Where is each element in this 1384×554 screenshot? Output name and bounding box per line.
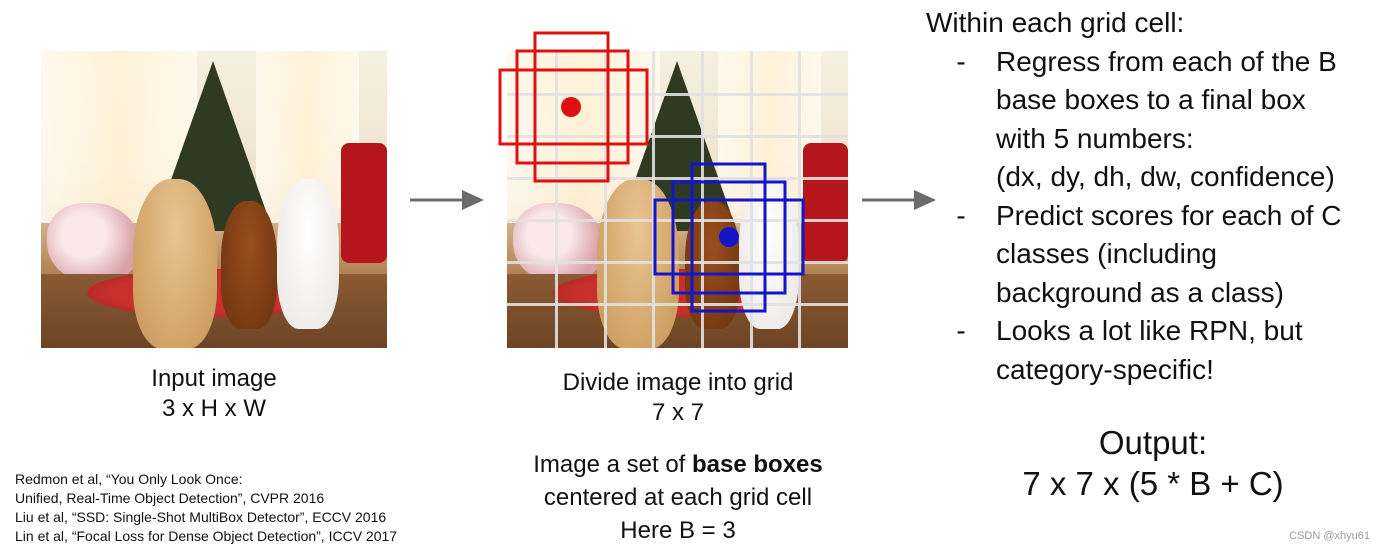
input-image-caption: Input image 3 x H x W bbox=[100, 364, 328, 424]
output-label: Output: bbox=[1098, 424, 1208, 461]
explanation-heading: Within each grid cell: bbox=[926, 7, 1185, 38]
bullet-line: classes (including bbox=[996, 238, 1217, 269]
watermark: CSDN @xhyu61 bbox=[1289, 530, 1370, 542]
grid-line bbox=[507, 177, 848, 180]
blue-base-box-wide bbox=[653, 198, 805, 276]
red-center-dot bbox=[561, 97, 581, 117]
bullet-line: Looks a lot like RPN, but bbox=[996, 315, 1303, 346]
bullet-line: Regress from each of the B bbox=[996, 45, 1337, 77]
grid-line bbox=[555, 51, 558, 348]
bullet-item: - Regress from each of the B base boxes … bbox=[926, 43, 1341, 197]
red-base-box-square bbox=[515, 49, 630, 165]
bullet-line: with 5 numbers: bbox=[996, 122, 1194, 154]
reference-line: Liu et al, “SSD: Single-Shot MultiBox De… bbox=[15, 509, 387, 525]
output-block: Output: 7 x 7 x (5 * B + C) bbox=[1000, 422, 1306, 504]
grid-line bbox=[507, 261, 848, 264]
grid-line bbox=[604, 51, 607, 348]
grid-caption: Divide image into grid 7 x 7 bbox=[508, 368, 848, 428]
base-boxes-line1: Image a set of base boxes bbox=[533, 451, 823, 478]
arrow-right-icon bbox=[862, 190, 936, 210]
blue-center-dot bbox=[719, 227, 739, 247]
red-base-box-wide bbox=[498, 68, 649, 146]
blue-base-box-square bbox=[671, 180, 787, 295]
reference-line: Lin et al, “Focal Loss for Dense Object … bbox=[15, 528, 398, 544]
input-image-dims: 3 x H x W bbox=[161, 395, 266, 422]
grid-caption-dims: 7 x 7 bbox=[651, 399, 705, 426]
bullet-dash: - bbox=[956, 45, 966, 77]
bullet-line: background as a class) bbox=[996, 276, 1284, 308]
base-boxes-emphasis: base boxes bbox=[692, 451, 823, 478]
input-image-label: Input image bbox=[151, 365, 277, 392]
base-boxes-line3: Here B = 3 bbox=[620, 517, 736, 544]
grid-line bbox=[507, 93, 848, 96]
input-image bbox=[41, 51, 387, 348]
bullet-line: (dx, dy, dh, dw, confidence) bbox=[996, 161, 1335, 192]
bullet-item: - Looks a lot like RPN, but category-spe… bbox=[926, 312, 1341, 389]
base-boxes-line2: centered at each grid cell bbox=[543, 484, 813, 511]
bullet-dash: - bbox=[956, 199, 966, 231]
red-base-box-tall bbox=[533, 31, 610, 183]
grid-line bbox=[507, 303, 848, 306]
arrow-right-icon bbox=[410, 190, 484, 210]
base-boxes-description: Image a set of base boxes centered at ea… bbox=[478, 448, 878, 547]
bullet-line: category-specific! bbox=[996, 353, 1214, 385]
output-formula: 7 x 7 x (5 * B + C) bbox=[1022, 465, 1284, 502]
base-boxes-overlay bbox=[498, 31, 805, 313]
bullet-dash: - bbox=[956, 315, 966, 346]
bullet-line: base boxes to a final box bbox=[996, 84, 1306, 115]
grid-caption-label: Divide image into grid bbox=[562, 369, 794, 396]
grid-line bbox=[507, 135, 848, 138]
blue-base-box-tall bbox=[690, 162, 767, 313]
references: Redmon et al, “You Only Look Once: Unifi… bbox=[15, 470, 397, 546]
reference-line: Redmon et al, “You Only Look Once: bbox=[15, 471, 243, 487]
bullet-line: Predict scores for each of C bbox=[996, 199, 1342, 231]
grid-cell-explanation: Within each grid cell: - Regress from ea… bbox=[926, 4, 1341, 389]
reference-line: Unified, Real-Time Object Detection”, CV… bbox=[15, 490, 325, 506]
bullet-item: - Predict scores for each of C classes (… bbox=[926, 197, 1341, 313]
grid-line bbox=[507, 219, 848, 222]
